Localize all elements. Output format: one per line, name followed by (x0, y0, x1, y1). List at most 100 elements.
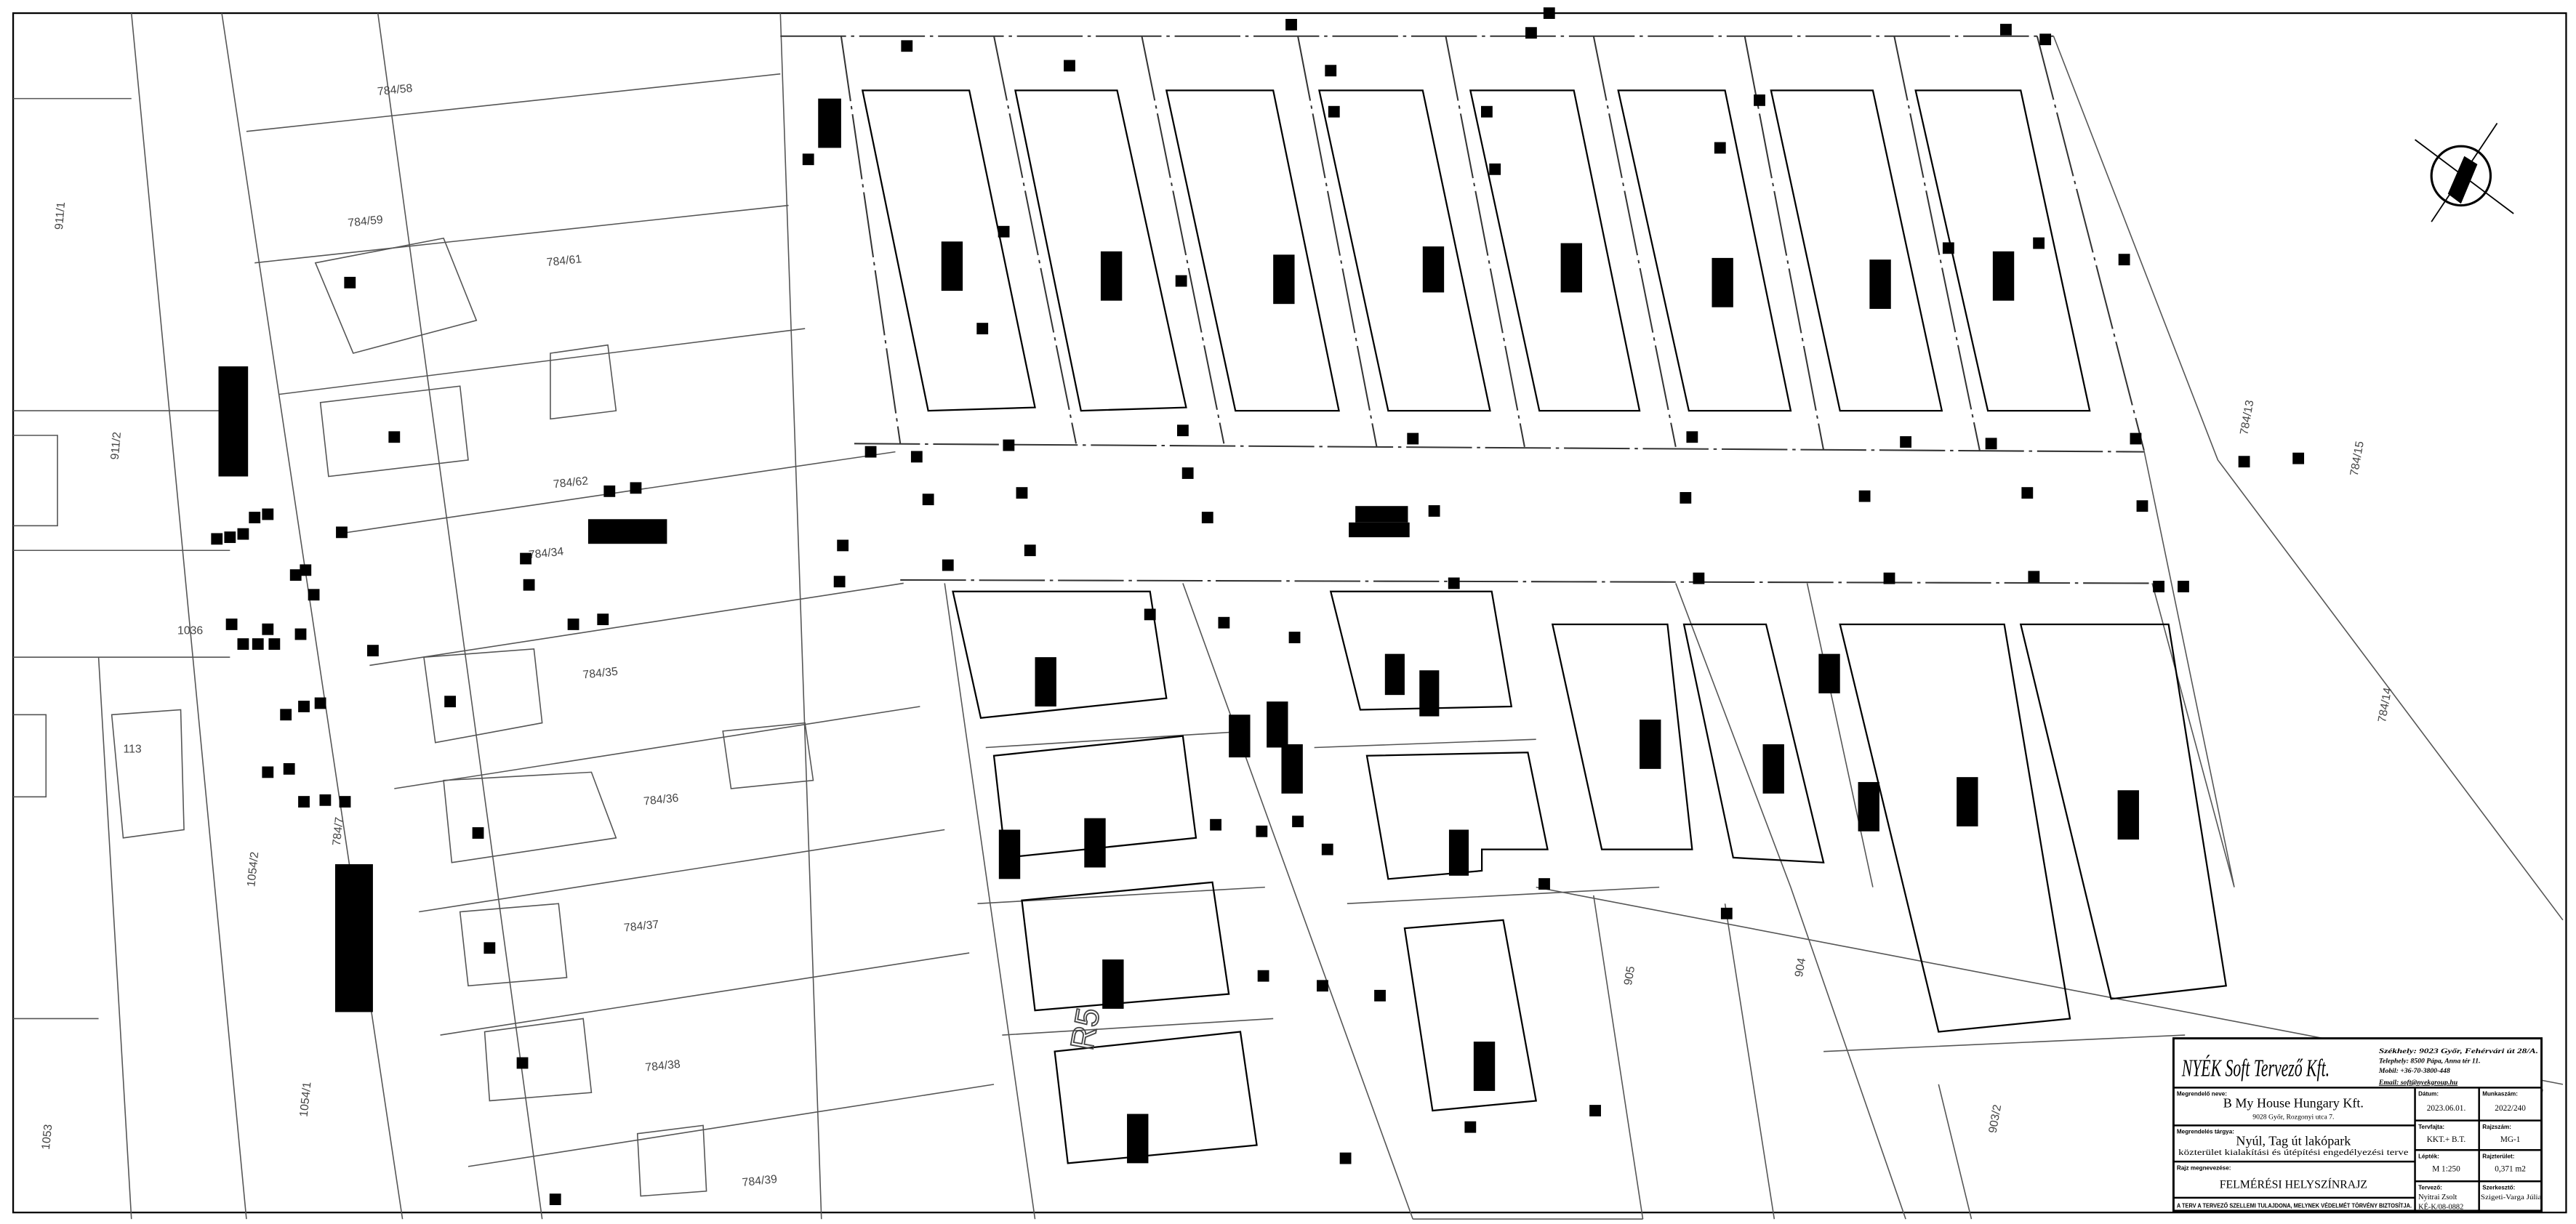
survey-point-marker (252, 638, 264, 650)
survey-point-marker (901, 40, 913, 52)
building-marker (218, 366, 249, 477)
survey-point-marker (294, 628, 307, 640)
survey-point-marker (211, 533, 223, 545)
survey-point-marker (998, 225, 1010, 238)
building-marker (1858, 781, 1879, 832)
parcel-label: 905 (1622, 965, 1637, 986)
survey-point-marker (1016, 487, 1028, 499)
job-number: 2022/240 (2495, 1104, 2526, 1113)
survey-point-marker (1883, 572, 1895, 584)
survey-point-marker (2178, 581, 2189, 592)
survey-point-marker (1064, 60, 1075, 72)
survey-point-marker (1210, 818, 1221, 831)
survey-point-marker (1285, 18, 1297, 31)
scale-label: Lépték: (2418, 1153, 2439, 1160)
survey-point-marker (1328, 105, 1340, 118)
survey-point-marker (1218, 616, 1230, 629)
parcel-label: 784/7 (331, 816, 346, 846)
copyright: A TERV A TERVEZŐ SZELLEMI TULAJDONA, MEL… (2177, 1201, 2412, 1209)
survey-point-marker (1538, 878, 1550, 890)
subject-title: Nyúl, Tag út lakópark (2236, 1133, 2351, 1148)
survey-point-marker (1448, 577, 1460, 589)
building-marker (1712, 257, 1733, 307)
drawing-border (12, 12, 2567, 1214)
survey-point-marker (523, 579, 535, 591)
building-marker (1422, 246, 1445, 293)
survey-point-marker (483, 942, 496, 954)
survey-point-marker (1317, 980, 1328, 992)
building-marker (998, 829, 1021, 879)
survey-point-marker (2130, 432, 2142, 445)
survey-point-marker (2238, 456, 2250, 468)
survey-point-marker (1428, 505, 1440, 517)
survey-point-marker (237, 638, 249, 650)
survey-point-marker (1292, 816, 1304, 828)
building-markers (211, 7, 2305, 1206)
job-label: Munkaszám: (2482, 1091, 2518, 1098)
building-marker (1273, 254, 1295, 305)
survey-point-marker (388, 431, 401, 443)
client-address: 9028 Győr, Rozgonyi utca 7. (2252, 1113, 2334, 1121)
survey-point-marker (2000, 23, 2012, 36)
survey-point-marker (837, 539, 849, 552)
date: 2023.06.01. (2427, 1104, 2466, 1113)
building-marker (1281, 744, 1303, 794)
building-marker (334, 863, 373, 1012)
survey-point-marker (1321, 843, 1333, 855)
parcel-label: 1054/2 (245, 851, 261, 887)
survey-point-marker (1144, 608, 1156, 621)
survey-point-marker (2039, 33, 2052, 46)
survey-point-marker (225, 619, 238, 630)
parcel-label: 911/2 (109, 432, 124, 461)
building-marker (1127, 1114, 1149, 1164)
parcel-label: 784/37 (623, 919, 659, 935)
building-marker (1102, 959, 1124, 1009)
building-marker (1818, 653, 1840, 693)
building-marker (1355, 506, 1408, 523)
survey-point-marker (339, 796, 351, 808)
survey-point-marker (1985, 438, 1997, 450)
drawing-name: FELMÉRÉSI HELYSZÍNRAJZ (2220, 1177, 2367, 1191)
survey-point-marker (1480, 105, 1493, 118)
survey-point-marker (1003, 439, 1015, 451)
survey-point-marker (1680, 491, 1692, 504)
email: Email: soft@nyekgroup.hu (2378, 1079, 2458, 1087)
parcel-labels: 784/58 784/59 784/61 784/62 784/34 784/3… (40, 82, 2546, 1189)
address-hq: Székhely: 9023 Győr, Fehérvári út 28/A. (2379, 1047, 2538, 1055)
building-marker (941, 241, 963, 291)
survey-point-marker (280, 709, 292, 721)
editor-label: Szerkesztő: (2482, 1185, 2515, 1191)
survey-point-marker (1407, 432, 1419, 445)
survey-point-marker (1257, 970, 1269, 982)
survey-point-marker (1589, 1105, 1601, 1116)
building-marker (1035, 657, 1056, 706)
survey-point-marker (262, 766, 274, 778)
survey-point-marker (1201, 512, 1213, 523)
survey-point-marker (1176, 424, 1189, 437)
survey-point-marker (298, 701, 310, 712)
survey-point-marker (1288, 632, 1301, 643)
building-marker (1640, 720, 1661, 769)
date-label: Dátum: (2418, 1091, 2439, 1098)
parcel-label: 784/36 (643, 792, 679, 808)
survey-point-marker (262, 508, 274, 520)
survey-point-marker (1900, 436, 1912, 448)
survey-point-marker (319, 794, 332, 806)
survey-point-marker (1942, 242, 1954, 254)
survey-point-marker (603, 485, 616, 497)
survey-point-marker (910, 451, 923, 463)
survey-point-marker (1256, 825, 1268, 837)
drawing-area: 0,371 m2 (2495, 1165, 2526, 1174)
subject-desc: közterület kialakítási és útépítési enge… (2178, 1147, 2408, 1157)
client-name: B My House Hungary Kft. (2223, 1096, 2364, 1111)
building-marker (2117, 790, 2139, 840)
building-marker (1448, 829, 1469, 876)
scale: M 1:250 (2432, 1165, 2460, 1174)
parcel-label: 903/2 (1987, 1103, 2005, 1134)
survey-point-marker (1858, 490, 1871, 502)
survey-point-marker (289, 569, 302, 581)
survey-point-marker (298, 796, 310, 808)
survey-point-marker (444, 696, 457, 708)
building-marker (1473, 1042, 1496, 1091)
sheet-number: MG-1 (2500, 1135, 2521, 1144)
